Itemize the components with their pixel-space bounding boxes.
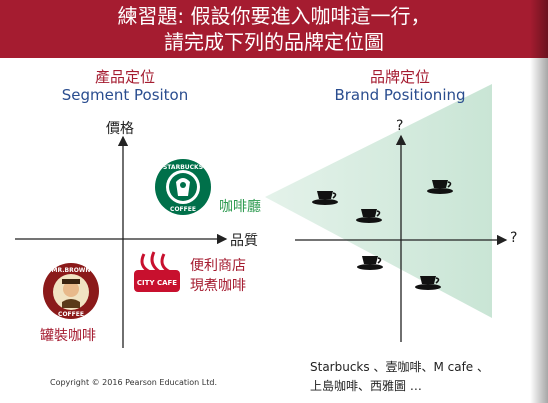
right-x-axis-label: ? <box>510 230 518 246</box>
coffee-cup-icon <box>357 256 383 270</box>
segment-heading: 產品定位 Segment Positon <box>50 68 200 104</box>
coffee-cup-icon <box>427 180 453 194</box>
starbucks-logo-bottom-text: COFFEE <box>170 206 196 213</box>
cafe-label: 咖啡廳 <box>219 199 261 215</box>
copyright-footer: Copyright © 2016 Pearson Education Ltd. <box>50 378 217 387</box>
coffee-cup-icon <box>312 191 338 205</box>
starbucks-logo-icon: STARBUCKS COFFEE <box>155 159 211 215</box>
citycafe-logo-icon: CITY CAFE <box>134 251 180 292</box>
slide-edge-shadow <box>530 0 548 403</box>
brand-note-line-2: 上島咖啡、西雅圖 … <box>310 379 422 393</box>
brand-heading-zh: 品牌定位 <box>369 68 430 86</box>
quality-axis-label: 品質 <box>230 233 258 249</box>
coffee-cup-icon <box>415 276 441 290</box>
canned-coffee-label: 罐裝咖啡 <box>40 328 96 344</box>
coffee-cup-icon <box>356 209 382 223</box>
convenience-line-2: 現煮咖啡 <box>190 278 246 294</box>
price-axis-label: 價格 <box>106 121 134 137</box>
right-y-axis-label: ? <box>396 118 404 134</box>
convenience-store-label: 便利商店 現煮咖啡 <box>190 256 246 296</box>
mrbrown-logo-bottom-text: COFFEE <box>58 311 84 318</box>
mrbrown-logo-icon: MR.BROWN COFFEE <box>43 263 99 319</box>
title-line-2: 請完成下列的品牌定位圖 <box>164 30 384 54</box>
citycafe-logo-text: CITY CAFE <box>137 279 177 287</box>
convenience-line-1: 便利商店 <box>190 258 246 274</box>
title-bar: 練習題: 假設你要進入咖啡這一行， 請完成下列的品牌定位圖 <box>0 0 548 58</box>
segment-heading-zh: 產品定位 <box>94 68 155 86</box>
mrbrown-logo-top-text: MR.BROWN <box>52 267 91 274</box>
starbucks-logo-top-text: STARBUCKS <box>163 164 203 171</box>
brand-heading: 品牌定位 Brand Positioning <box>320 68 480 104</box>
brand-heading-en: Brand Positioning <box>334 86 466 104</box>
brand-funnel-shape <box>265 84 492 318</box>
segment-heading-en: Segment Positon <box>61 86 189 104</box>
brand-note-line-1: Starbucks 、壹咖啡、M cafe 、 <box>310 360 489 374</box>
title-line-1: 練習題: 假設你要進入咖啡這一行， <box>117 4 431 28</box>
